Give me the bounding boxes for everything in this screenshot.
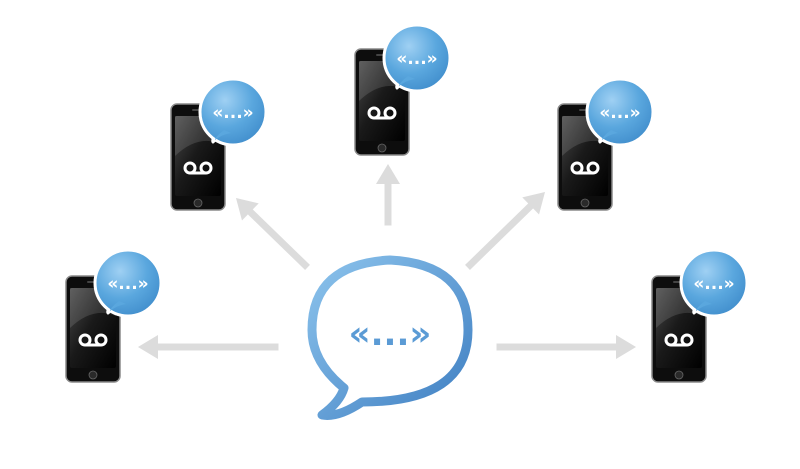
arrow-to-top-center: [376, 164, 400, 226]
receiver-top-center: «...»: [354, 23, 452, 156]
central-bubble-text: «...»: [349, 314, 432, 354]
arrow-to-upper-left: [236, 198, 310, 270]
arrow-to-upper-right: [465, 192, 545, 270]
broadcast-arrows: [138, 164, 636, 359]
receiver-far-right: «...»: [651, 248, 749, 383]
message-bubble-icon: «...»: [585, 77, 655, 147]
bubble-text: «...»: [107, 274, 148, 294]
central-message-bubble: «...»: [307, 255, 473, 420]
bubble-text: «...»: [693, 274, 734, 294]
bubble-text: «...»: [599, 103, 640, 123]
arrow-to-far-right: [496, 335, 636, 359]
receiver-upper-right: «...»: [557, 77, 655, 211]
message-bubble-icon: «...»: [679, 248, 749, 318]
speech-bubble-icon: [307, 255, 473, 420]
receiver-far-left: «...»: [65, 248, 163, 383]
message-bubble-icon: «...»: [93, 248, 163, 318]
arrow-to-far-left: [138, 335, 279, 359]
message-bubble-icon: «...»: [382, 23, 452, 93]
receiver-phones: «...» «...» «...» «...» «...»: [65, 23, 749, 383]
message-bubble-icon: «...»: [198, 77, 268, 147]
receiver-upper-left: «...»: [170, 77, 268, 211]
bubble-text: «...»: [212, 103, 253, 123]
bubble-text: «...»: [396, 49, 437, 69]
